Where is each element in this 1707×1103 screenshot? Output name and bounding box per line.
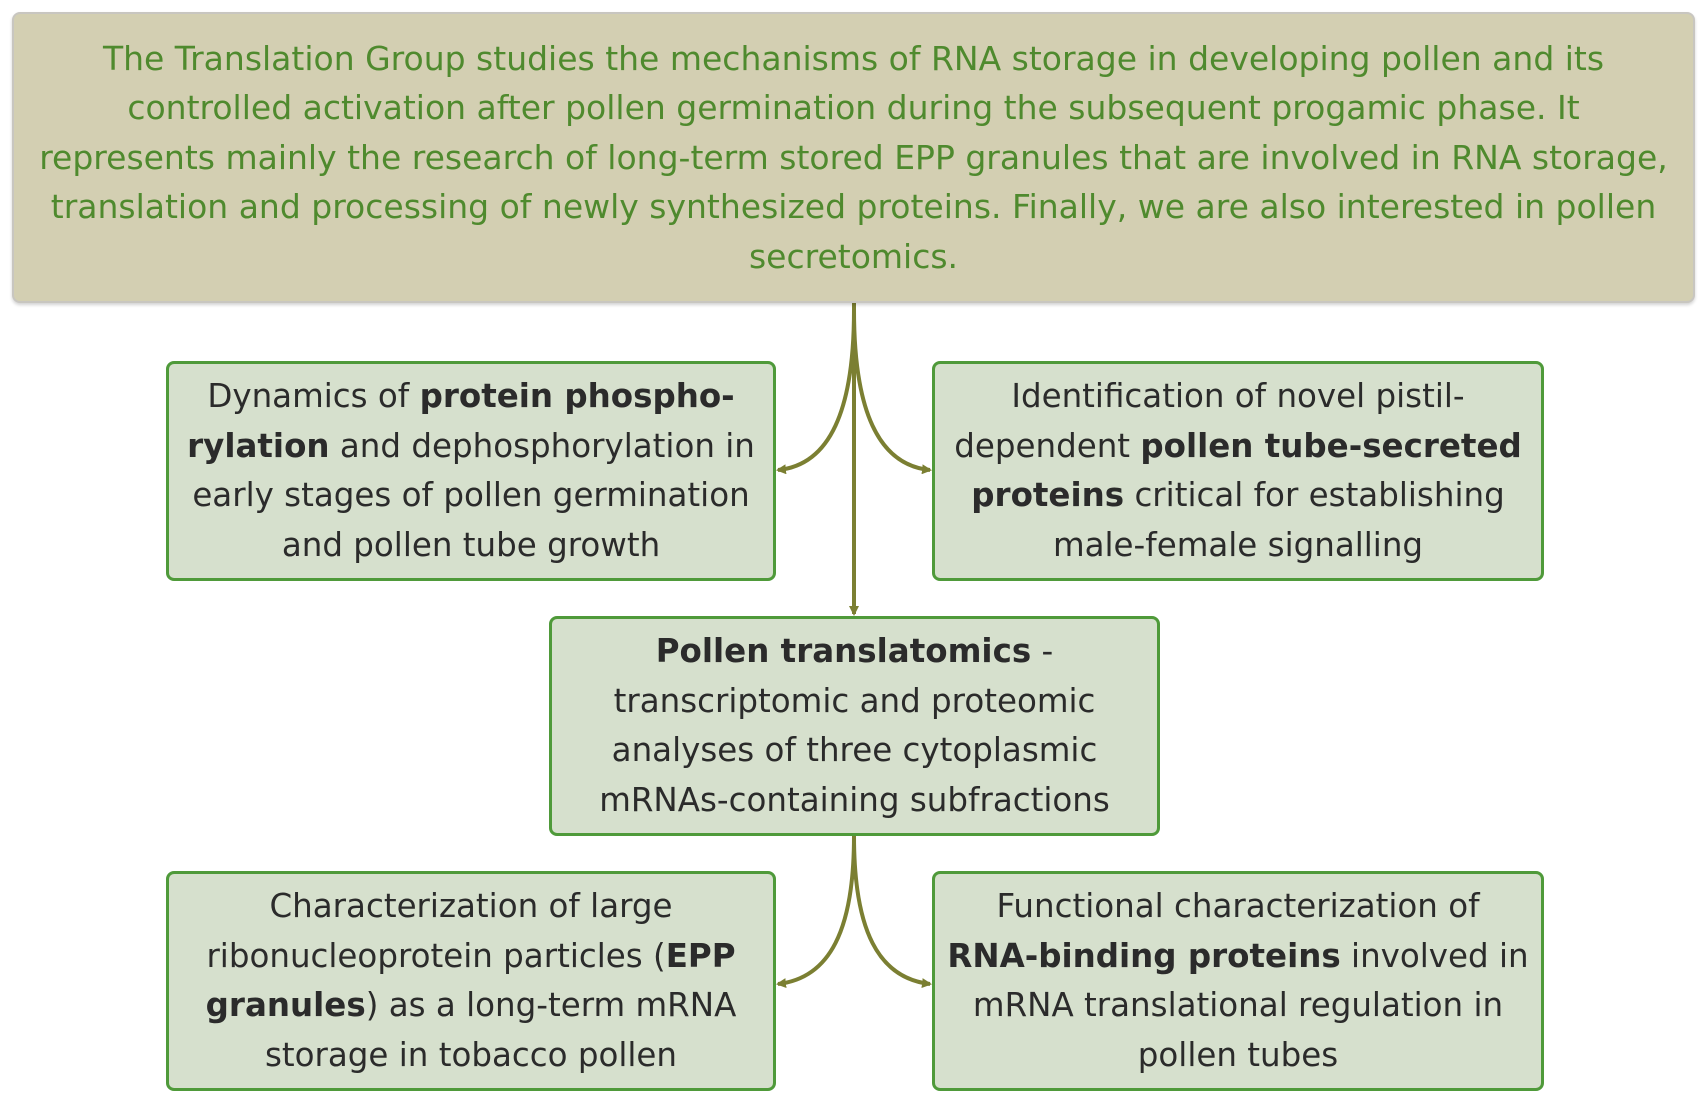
node-bottom-right-text: Functional characterization of RNA-bindi… bbox=[947, 882, 1529, 1080]
node-text: Dynamics of bbox=[207, 377, 420, 415]
node-text: Characterization of large ribonucleoprot… bbox=[206, 887, 673, 975]
node-top-right-text: Identification of novel pistil-dependent… bbox=[947, 372, 1529, 570]
node-bold-text: Pollen translatomics bbox=[655, 632, 1032, 670]
node-text: Identification of novel pistil-dependent bbox=[954, 377, 1465, 465]
node-bold-text: RNA-binding proteins bbox=[947, 936, 1341, 975]
connector-header-to-top-right bbox=[852, 309, 932, 475]
node-bold-text: EPP granules bbox=[205, 936, 736, 1025]
node-center-text: Pollen translatomics - transcriptomic an… bbox=[564, 627, 1145, 825]
node-pollen-tube-secreted-proteins: Identification of novel pistil-dependent… bbox=[932, 361, 1544, 581]
header-description-text: The Translation Group studies the mechan… bbox=[39, 38, 1668, 276]
connector-center-to-bottom-left bbox=[776, 835, 856, 989]
node-bold-text: protein phospho- bbox=[419, 377, 735, 415]
node-pollen-translatomics: Pollen translatomics - transcriptomic an… bbox=[549, 616, 1160, 836]
node-rna-binding-proteins: Functional characterization of RNA-bindi… bbox=[932, 871, 1544, 1091]
node-text: ) as a long-term mRNA storage in tobacco… bbox=[264, 986, 737, 1074]
node-protein-phosphorylation: Dynamics of protein phospho-rylation and… bbox=[166, 361, 776, 581]
node-epp-granules: Characterization of large ribonucleoprot… bbox=[166, 871, 776, 1091]
connector-center-to-bottom-right bbox=[852, 835, 932, 989]
node-text: critical for establishing male-female si… bbox=[1052, 476, 1505, 564]
node-top-left-text: Dynamics of protein phospho-rylation and… bbox=[181, 372, 761, 570]
node-bottom-left-text: Characterization of large ribonucleoprot… bbox=[181, 882, 761, 1080]
node-text: and dephosphorylation in early stages of… bbox=[192, 426, 755, 564]
connector-header-to-top-left bbox=[776, 309, 856, 475]
node-text: - transcriptomic and proteomic analyses … bbox=[599, 632, 1110, 819]
node-bold-text: rylation bbox=[187, 426, 330, 465]
header-description-box: The Translation Group studies the mechan… bbox=[12, 12, 1695, 303]
node-text: involved in mRNA translational regulatio… bbox=[972, 936, 1529, 1074]
node-bold-text: pollen tube-secreted proteins bbox=[971, 426, 1522, 515]
node-text: Functional characterization of bbox=[996, 887, 1480, 925]
